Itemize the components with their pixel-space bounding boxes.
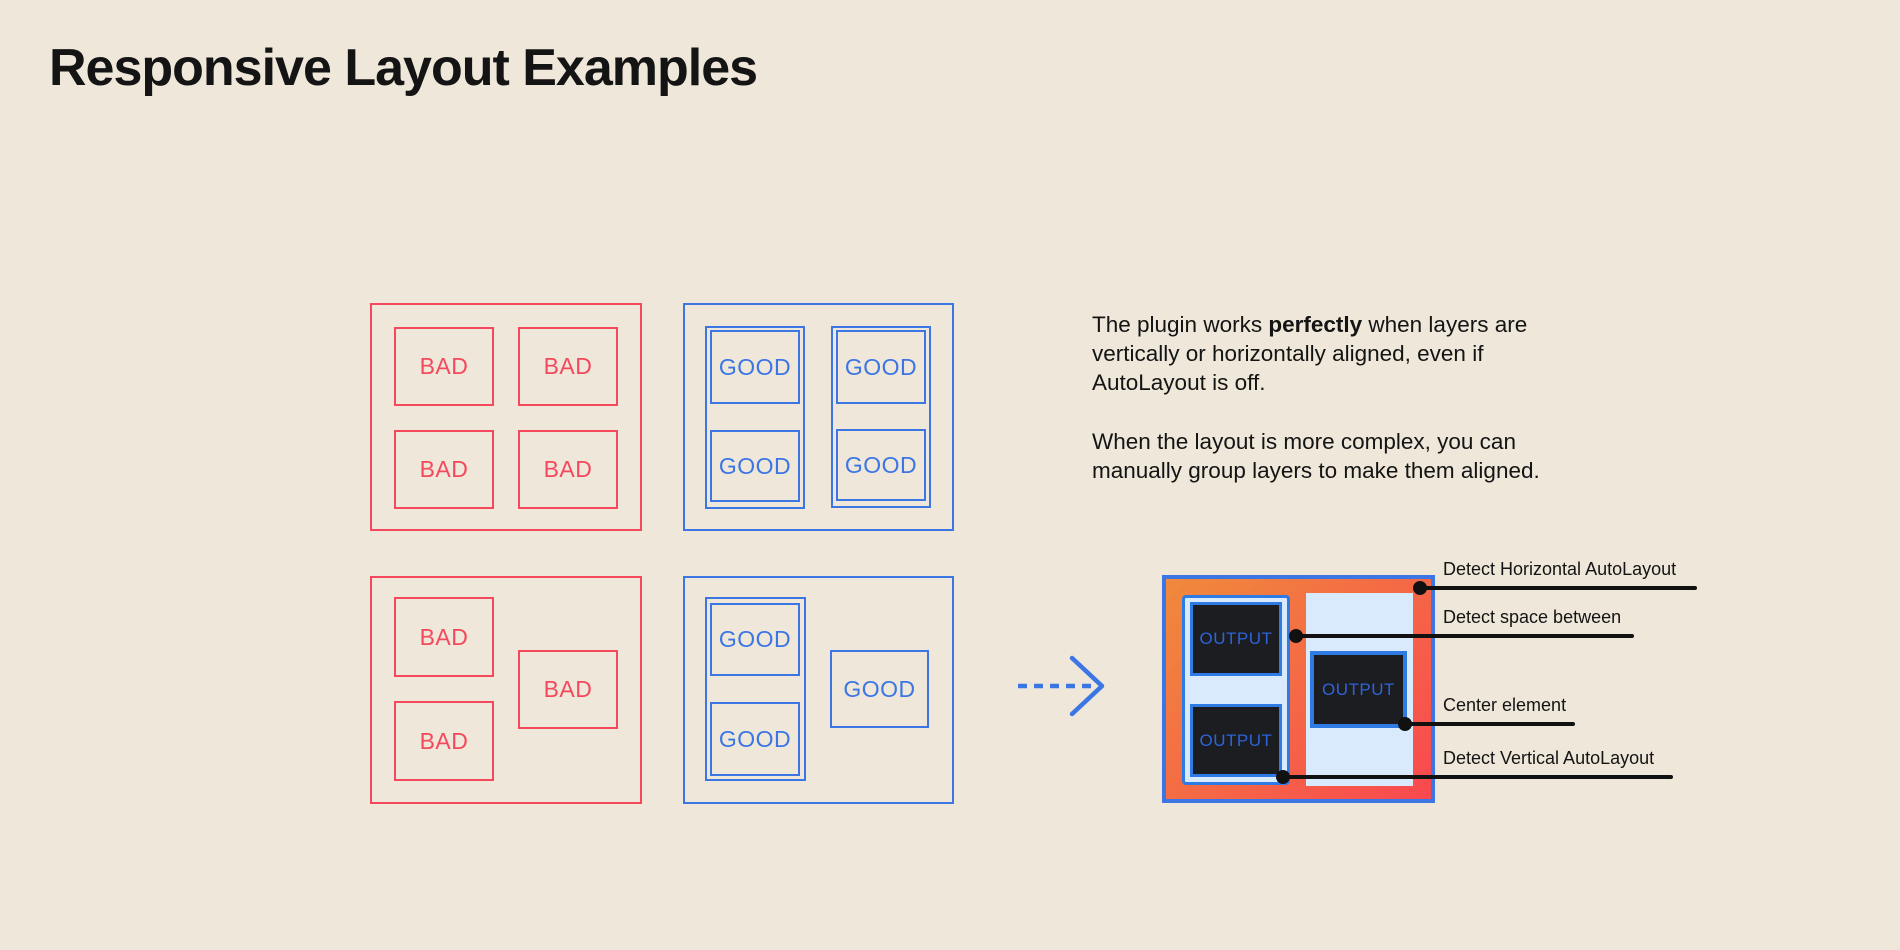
bad-frame-complex: BAD BAD BAD bbox=[370, 576, 642, 804]
annotation-label: Center element bbox=[1443, 695, 1567, 715]
good-box: GOOD bbox=[710, 702, 800, 776]
good-box: GOOD bbox=[710, 330, 800, 404]
good-box: GOOD bbox=[710, 603, 800, 676]
description-p1-before: The plugin works bbox=[1092, 312, 1269, 337]
bad-box: BAD bbox=[394, 430, 494, 509]
annotation-line bbox=[1420, 586, 1697, 590]
output-vertical-group: OUTPUT OUTPUT bbox=[1182, 595, 1290, 785]
annotation-line bbox=[1296, 634, 1634, 638]
annotation-dot bbox=[1289, 629, 1303, 643]
good-group: GOOD GOOD bbox=[705, 326, 805, 509]
description-p1-bold: perfectly bbox=[1268, 312, 1363, 337]
good-box: GOOD bbox=[836, 330, 926, 404]
annotation-label: Detect space between bbox=[1443, 607, 1622, 627]
good-frame-aligned: GOOD GOOD GOOD GOOD bbox=[683, 303, 954, 531]
annotation-label: Detect Horizontal AutoLayout bbox=[1443, 559, 1677, 579]
bad-frame-aligned: BAD BAD BAD BAD bbox=[370, 303, 642, 531]
page-title: Responsive Layout Examples bbox=[49, 39, 758, 97]
good-frame-complex: GOOD GOOD GOOD bbox=[683, 576, 954, 804]
output-center-column: OUTPUT bbox=[1306, 593, 1413, 786]
good-group: GOOD GOOD bbox=[705, 597, 806, 781]
annotation-dot bbox=[1276, 770, 1290, 784]
good-box: GOOD bbox=[710, 430, 800, 502]
arrow-head bbox=[1069, 655, 1105, 717]
annotation-label: Detect Vertical AutoLayout bbox=[1443, 748, 1655, 768]
annotation-dot bbox=[1413, 581, 1427, 595]
bad-box: BAD bbox=[394, 701, 494, 781]
good-box: GOOD bbox=[836, 429, 926, 501]
output-box: OUTPUT bbox=[1190, 602, 1282, 676]
annotation-dot bbox=[1398, 717, 1412, 731]
description-p1-after: when layers are vertically or horizontal… bbox=[1092, 312, 1528, 395]
bad-box: BAD bbox=[394, 327, 494, 406]
output-frame: OUTPUT OUTPUT OUTPUT bbox=[1162, 575, 1435, 803]
good-group: GOOD GOOD bbox=[831, 326, 931, 508]
description-text: The plugin works perfectly when layers a… bbox=[1092, 310, 1554, 485]
bad-box: BAD bbox=[518, 650, 618, 729]
good-box: GOOD bbox=[830, 650, 929, 728]
bad-box: BAD bbox=[518, 430, 618, 509]
description-paragraph-2: When the layout is more complex, you can… bbox=[1092, 429, 1540, 483]
annotation-line bbox=[1283, 775, 1673, 779]
output-box: OUTPUT bbox=[1310, 651, 1407, 728]
bad-box: BAD bbox=[518, 327, 618, 406]
bad-box: BAD bbox=[394, 597, 494, 677]
annotation-line bbox=[1405, 722, 1575, 726]
arrow-right-icon bbox=[1018, 655, 1105, 717]
description-paragraph-1: The plugin works perfectly when layers a… bbox=[1092, 310, 1554, 397]
output-box: OUTPUT bbox=[1190, 704, 1282, 777]
